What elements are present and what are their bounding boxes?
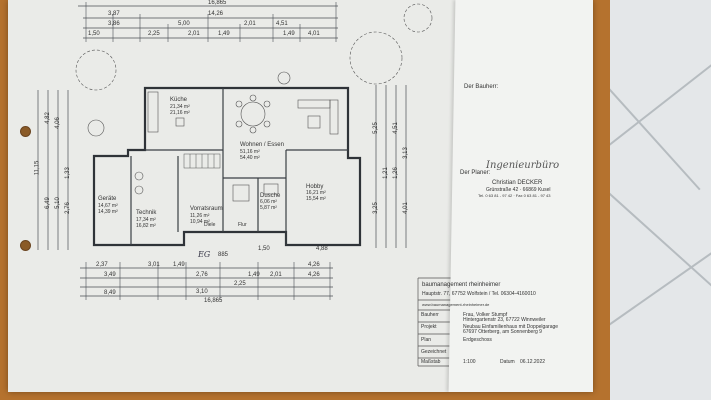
- dim-label: 4,88: [316, 246, 328, 252]
- floor-plan-paper: 16,865 14,26 3,87 3,86 5,00 2,01 4,51 1,…: [8, 0, 593, 392]
- punch-hole: [20, 240, 31, 251]
- room-name: Geräte: [98, 196, 117, 202]
- dim-label: 5,00: [178, 21, 190, 27]
- dim-label: 1,49: [173, 262, 185, 268]
- room-area: 51,16 m²: [240, 149, 260, 155]
- row-value: 1:100: [463, 359, 476, 365]
- room-name: Wohnen / Essen: [240, 142, 284, 148]
- dim-label: 1,49: [283, 31, 295, 37]
- dim-label: 16,865: [208, 0, 227, 6]
- room-area: 14,39 m²: [98, 209, 118, 215]
- room-area: 6,06 m²: [260, 199, 277, 205]
- room-area: 54,40 m²: [240, 155, 260, 161]
- row-label: Projekt: [421, 324, 437, 330]
- room-area: 10,94 m²: [190, 219, 210, 225]
- room-area: 14,67 m²: [98, 203, 118, 209]
- row-value: Hintergartenstr 23, 67722 Winnweiler: [463, 317, 546, 323]
- dim-label: 4,01: [308, 31, 320, 37]
- row-label: Bauherr: [421, 312, 439, 318]
- dim-label: 8,49: [104, 290, 116, 296]
- dim-label: 2,01: [188, 31, 200, 37]
- row-label: Maßstab: [421, 359, 441, 365]
- dim-label: 14,26: [208, 11, 224, 17]
- company-address: Hauptstr. 77, 67752 Wolfstein / Tel. 063…: [422, 291, 536, 297]
- dim-label: 1,21: [382, 167, 389, 179]
- planer-stamp-name: Christian DECKER: [492, 180, 543, 186]
- row-value: Neubau Einfamilienhaus mit Doppelgarage: [463, 324, 559, 330]
- row-value: 67697 Otterberg, am Sonnenberg 9: [463, 329, 542, 335]
- planer-label: Der Planer:: [460, 170, 491, 176]
- dim-label: 4,06: [54, 117, 61, 129]
- dim-label: 2,01: [244, 21, 256, 27]
- dim-label: 3,25: [372, 202, 379, 214]
- dim-label: 2,01: [270, 272, 282, 278]
- floor-tiles: [596, 0, 711, 400]
- tile-grout: [600, 185, 711, 321]
- dim-label: 4,26: [308, 262, 320, 268]
- room-name: Vorratsraum: [190, 206, 223, 212]
- dim-label: 3,87: [108, 11, 120, 17]
- room-area: 5,87 m²: [260, 205, 277, 211]
- room-area: 16,21 m²: [306, 190, 326, 196]
- dim-label: 1,49: [248, 272, 260, 278]
- dim-label: 11,15: [34, 160, 41, 176]
- row-value: Frau, Volker Stumpf: [463, 312, 508, 318]
- dim-label: 3,01: [148, 262, 160, 268]
- planer-stamp-office: Ingenieurbüro: [486, 160, 560, 171]
- tile-grout: [596, 225, 711, 342]
- dim-label: 4,82: [44, 112, 51, 124]
- date-label: Datum: [500, 359, 515, 365]
- room-name: Dusche: [260, 193, 281, 199]
- row-label: Plan: [421, 337, 432, 343]
- dim-label: 1,50: [258, 246, 270, 252]
- annotation: Diele: [204, 222, 216, 228]
- dim-label: 1,50: [88, 31, 100, 37]
- punch-hole: [20, 126, 31, 137]
- dim-label: 4,26: [308, 272, 320, 278]
- room-area: 17,34 m²: [136, 217, 156, 223]
- dim-label: 2,25: [234, 281, 246, 287]
- dim-label: 2,37: [96, 262, 108, 268]
- dim-label: 6,49: [44, 197, 51, 209]
- dim-label: 16,865: [204, 298, 223, 304]
- dim-label: 4,51: [276, 21, 288, 27]
- company-web: www.baumanagement-rheinheimer.de: [422, 302, 490, 307]
- room-area: 16,82 m²: [136, 223, 156, 229]
- planer-stamp-address: Grünstraße 42 · 66869 Kusel: [486, 187, 551, 193]
- row-label: Gezeichnet: [421, 349, 447, 355]
- dim-label: 1,26: [392, 167, 399, 179]
- dim-label: 3,86: [108, 21, 120, 27]
- dim-label: 4,01: [402, 202, 409, 214]
- annotation: Flur: [238, 222, 247, 228]
- dim-label: 2,25: [148, 31, 160, 37]
- dim-label: 2,76: [64, 202, 71, 214]
- room-area: 21,34 m²: [170, 104, 190, 110]
- room-area: 15,54 m²: [306, 196, 326, 202]
- room-area: 11,26 m²: [190, 213, 210, 219]
- dim-label: 1,49: [218, 31, 230, 37]
- planer-stamp-phone: Tel. 0 63 81 - 97 42 · Fax 0 63 81 - 97 …: [478, 193, 551, 198]
- bauherr-label: Der Bauherr:: [464, 84, 499, 90]
- dim-label: 5,25: [372, 122, 379, 134]
- date-value: 06.12.2022: [520, 359, 546, 365]
- dim-label: 1,33: [64, 167, 71, 179]
- dim-label: 3,49: [104, 272, 116, 278]
- tile-grout: [596, 47, 711, 172]
- dim-label: 4,51: [392, 122, 399, 134]
- row-value: Erdgeschoss: [463, 337, 492, 343]
- dim-label: 3,13: [402, 147, 409, 159]
- room-name: Küche: [170, 97, 188, 103]
- room-name: Technik: [136, 210, 157, 216]
- dim-label: 885: [218, 252, 229, 258]
- dim-label: 3,10: [196, 289, 208, 295]
- dim-label: 5,10: [54, 197, 61, 209]
- floor-plan-drawing: [37, 2, 560, 367]
- room-area: 21,16 m²: [170, 110, 190, 116]
- company-name: baumanagement rheinheimer: [422, 282, 501, 288]
- room-name: Hobby: [306, 184, 324, 190]
- dim-label: 2,76: [196, 272, 208, 278]
- handwritten-note: EG: [198, 250, 211, 259]
